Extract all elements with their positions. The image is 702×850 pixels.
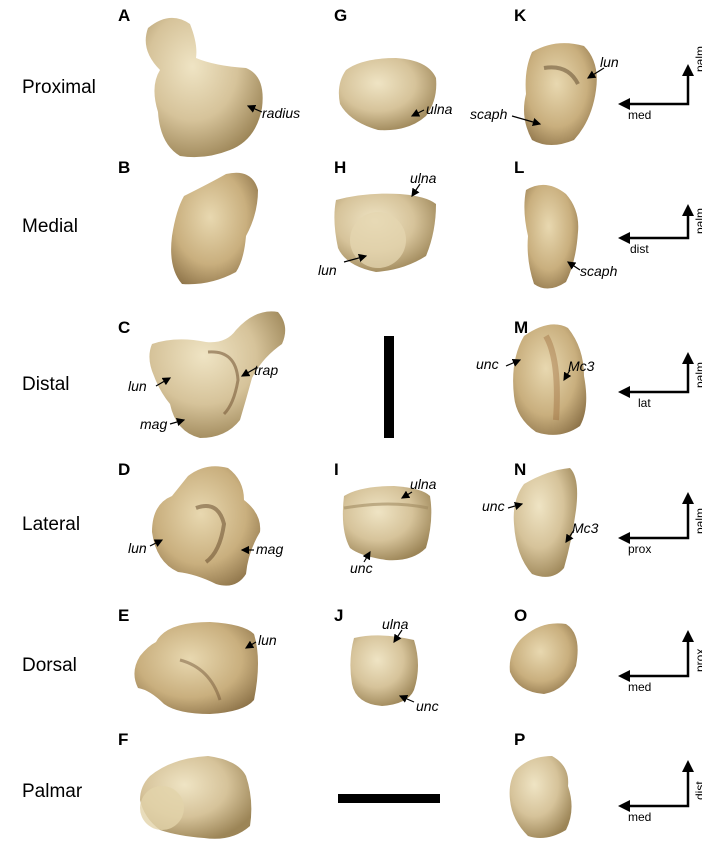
bone-e <box>134 622 258 714</box>
panel-label-n: N <box>514 460 527 479</box>
bone-p <box>509 756 572 838</box>
annotation-unc-i: unc <box>350 560 373 576</box>
orient-h-5: med <box>628 810 652 824</box>
panel-label-a: A <box>118 6 131 25</box>
panel-label-m: M <box>514 318 529 337</box>
orient-h-3: prox <box>628 542 652 556</box>
orient-v-2: palm <box>693 361 702 388</box>
annotation-lun-e: lun <box>258 632 277 648</box>
orient-v-1: palm <box>693 207 702 234</box>
orientation-indicators <box>628 74 690 808</box>
bone-b <box>171 172 258 285</box>
bone-n <box>513 468 578 577</box>
bone-l <box>524 184 579 289</box>
orientation-arrowheads <box>618 64 694 812</box>
bone-m <box>513 324 587 435</box>
annotation-radius: radius <box>262 105 301 121</box>
row-label-distal: Distal <box>22 374 70 395</box>
orient-h-4: med <box>628 680 652 694</box>
row-label-medial: Medial <box>22 216 78 237</box>
panel-label-i: I <box>334 460 339 479</box>
annotation-ulna-h: ulna <box>410 170 437 186</box>
annotation-scaph-k: scaph <box>470 106 508 122</box>
bone-g <box>338 58 437 131</box>
panel-label-j: J <box>334 606 344 625</box>
orient-v-4: prox <box>693 648 702 672</box>
annotation-arrows <box>149 67 605 703</box>
bone-k <box>524 43 597 145</box>
bone-a <box>145 17 263 158</box>
bone-i <box>342 486 432 561</box>
panel-label-d: D <box>118 460 131 479</box>
row-label-proximal: Proximal <box>22 77 96 98</box>
panel-label-f: F <box>118 730 129 749</box>
panel-label-e: E <box>118 606 130 625</box>
annotation-lun-h: lun <box>318 262 337 278</box>
annotation-trap-c: trap <box>254 362 279 378</box>
orient-h-2: lat <box>638 396 651 410</box>
annotation-lun-k: lun <box>600 54 619 70</box>
annotation-mag-c: mag <box>140 416 168 432</box>
panel-label-c: C <box>118 318 131 337</box>
annotation-unc-n: unc <box>482 498 505 514</box>
row-label-dorsal: Dorsal <box>22 655 77 676</box>
orient-h-1: dist <box>630 242 649 256</box>
annotation-unc-j: unc <box>416 698 439 714</box>
orient-h-0: med <box>628 108 652 122</box>
scale-bar-horizontal <box>338 794 440 803</box>
orient-v-0: palm <box>693 45 702 72</box>
panel-label-p: P <box>514 730 526 749</box>
panel-label-k: K <box>514 6 527 25</box>
panel-label-o: O <box>514 606 528 625</box>
orient-v-5: dist <box>693 781 702 800</box>
scale-bar-vertical <box>384 336 394 438</box>
annotation-scaph-l: scaph <box>580 263 618 279</box>
annotation-lun-d: lun <box>128 540 147 556</box>
panel-label-g: G <box>334 6 348 25</box>
annotation-mc3-m: Mc3 <box>568 358 595 374</box>
annotation-ulna-g: ulna <box>426 101 453 117</box>
bone-o <box>509 623 578 694</box>
row-label-lateral: Lateral <box>22 514 81 535</box>
annotation-unc-m: unc <box>476 356 499 372</box>
annotation-lun-c: lun <box>128 378 147 394</box>
panel-label-h: H <box>334 158 347 177</box>
bone-d <box>152 466 261 586</box>
annotation-ulna-i: ulna <box>410 476 437 492</box>
orient-v-3: palm <box>693 507 702 534</box>
bone-c <box>149 311 286 438</box>
annotation-mag-d: mag <box>256 541 284 557</box>
annotation-mc3-n: Mc3 <box>572 520 599 536</box>
bone-f <box>140 756 252 839</box>
row-label-palmar: Palmar <box>22 781 83 802</box>
panel-label-l: L <box>514 158 525 177</box>
bone-j <box>350 635 418 706</box>
annotation-ulna-j: ulna <box>382 616 409 632</box>
panel-label-b: B <box>118 158 131 177</box>
